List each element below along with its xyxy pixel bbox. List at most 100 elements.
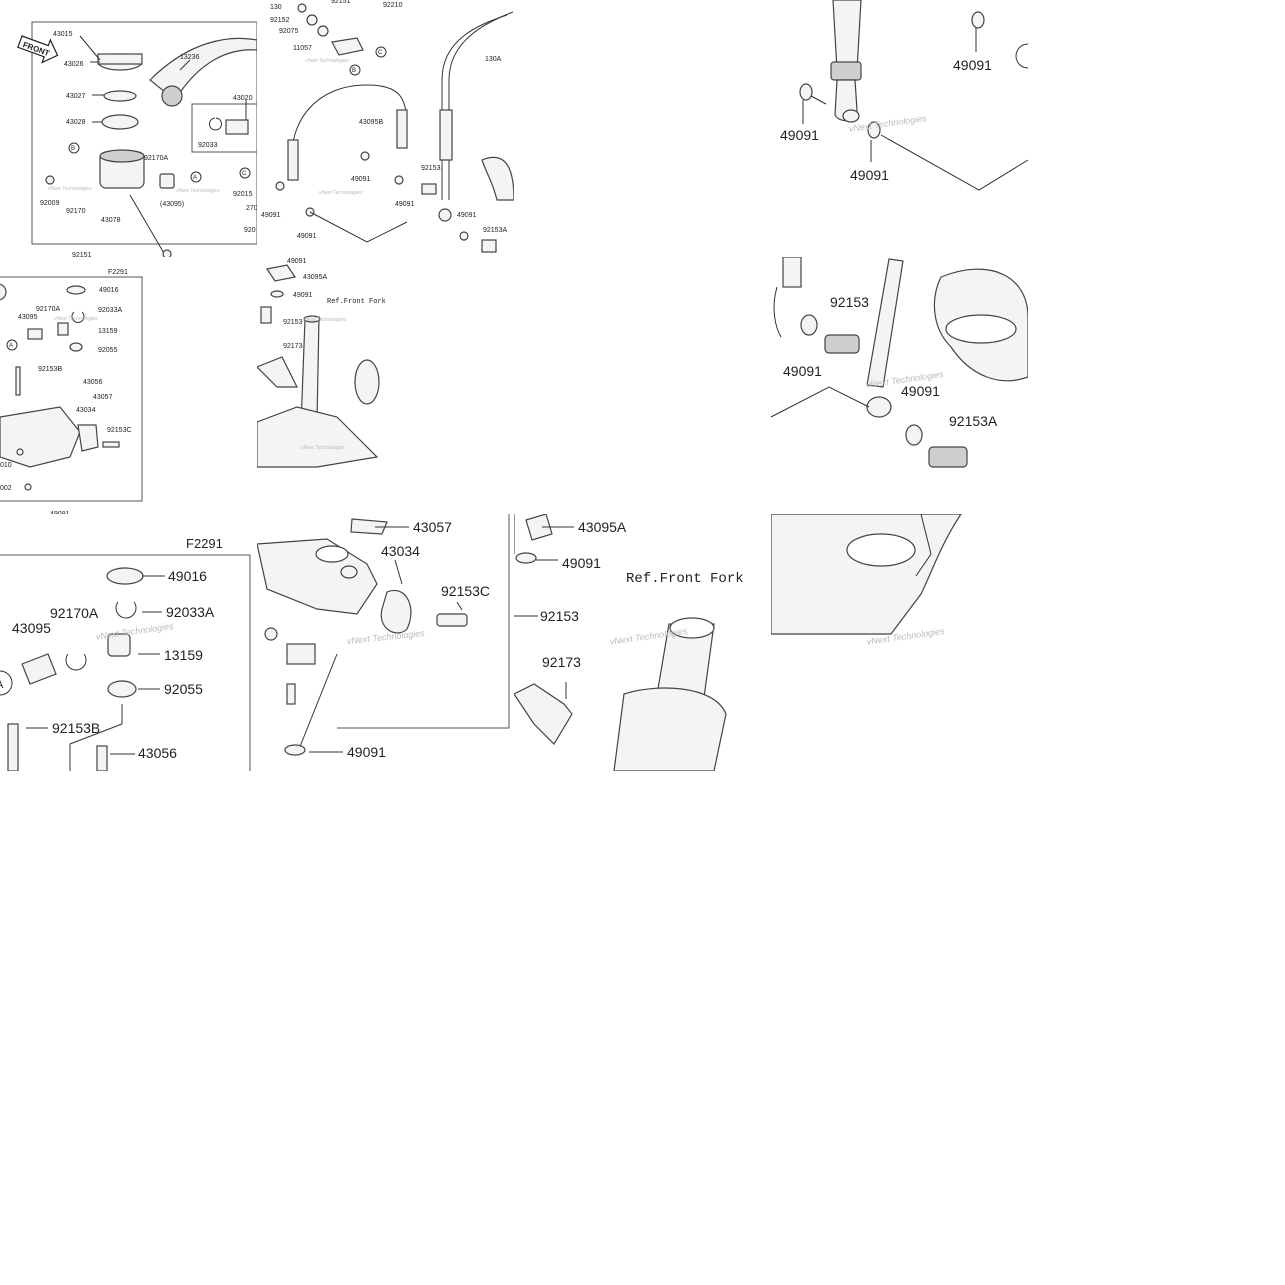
part-label: 92153 (540, 608, 579, 624)
figure-code: F2291 (108, 269, 128, 276)
brake-switch (225, 119, 249, 135)
part-label: 43056 (138, 745, 177, 761)
part-label: 43028 (66, 119, 86, 126)
pin (21, 653, 57, 685)
brake-caliper (0, 406, 81, 468)
part-label: 92033A (166, 604, 215, 620)
part-label: 43026 (64, 61, 84, 68)
part-label: 49091 (457, 212, 477, 219)
part-label: 92152 (270, 17, 290, 24)
caliper-mount (380, 589, 412, 634)
washer (905, 424, 923, 446)
part-label: 92173 (542, 654, 581, 670)
banjo-bolt (928, 446, 968, 468)
part-label: 49091 (287, 258, 307, 265)
lower-triple-clamp (771, 514, 962, 635)
bracket-large-diagram: 43057 43034 92153C 49091 vNext Technolog… (257, 514, 510, 760)
banjo-bolt (824, 334, 860, 354)
ref-marker: B (71, 146, 75, 152)
part-label: 49091 (953, 57, 992, 73)
part-label: 43078 (101, 217, 121, 224)
part-label: 43056 (83, 379, 103, 386)
watermark: vNext Technologies (54, 316, 98, 322)
part-label: 43095A (578, 519, 627, 535)
diaphragm (101, 114, 139, 130)
watermark: vNext Technologies (305, 58, 349, 64)
part-label: 92033A (98, 307, 122, 314)
washer (867, 121, 881, 139)
ref-marker: C (378, 50, 383, 56)
part-label: 920 (244, 227, 256, 234)
part-label: 49091 (783, 363, 822, 379)
tile-brake-hoses: 130 92152 92151 92210 92075 11057 130A 4… (257, 0, 514, 257)
banjo-bolt-diagram: 92153 49091 49091 92153A vNext Technolog… (771, 257, 1028, 468)
fork-large-diagram: 43095A 49091 92153 Ref.Front Fork 92173 … (514, 514, 744, 771)
part-label: 92009 (40, 200, 60, 207)
hose-bracket (331, 37, 364, 56)
part-label: 270 (246, 205, 257, 212)
part-label: 49091 (293, 292, 313, 299)
bracket-plate (350, 518, 388, 535)
part-label: 92170A (36, 306, 60, 313)
part-label: 92173 (283, 343, 303, 350)
part-label: 43034 (76, 407, 96, 414)
caliper-small-diagram: F2291 49016 92170A 92033A 43095 13159 92… (0, 269, 143, 514)
master-cylinder-diagram: FRONT 43015 43026 43027 43028 13236 (17, 21, 257, 257)
part-label: 13159 (98, 328, 118, 335)
part-label: 010 (0, 462, 12, 469)
triple-clamp (257, 406, 379, 468)
diaphragm-plate (103, 90, 137, 102)
part-label: 92153A (949, 413, 998, 429)
ref-marker: A (193, 175, 197, 181)
part-label: 92153 (283, 319, 303, 326)
watermark: vNext Technologies (176, 188, 220, 194)
banjo-fitting (842, 109, 860, 123)
watermark: vNext Technologies (303, 317, 347, 323)
part-label: (43095) (160, 201, 184, 208)
part-label: 43095 (12, 620, 51, 636)
tile-bracket-large: 43057 43034 92153C 49091 vNext Technolog… (257, 514, 514, 771)
part-label: 43095A (303, 274, 327, 281)
part-label: 49091 (351, 176, 371, 183)
part-label: 130 (270, 4, 282, 11)
washer (800, 314, 818, 336)
hose-guide (257, 356, 298, 388)
figure-code: F2291 (186, 536, 223, 551)
hose-guide (514, 683, 573, 745)
part-label: 49016 (168, 568, 207, 584)
diagram-frame (31, 21, 257, 245)
part-label: 49091 (347, 744, 386, 760)
ref-marker: B (352, 68, 356, 74)
part-label: 92170A (50, 605, 99, 621)
washer (799, 83, 813, 101)
part-label: 002 (0, 485, 12, 492)
washer (971, 11, 985, 29)
tile-master-cylinder: FRONT 43015 43026 43027 43028 13236 (0, 0, 257, 257)
brake-hose (290, 84, 408, 171)
part-label: 92170A (144, 155, 168, 162)
caliper-large-diagram: F2291 49016 92170A 92033A 43095 13159 92… (0, 536, 251, 771)
part-label: 49091 (50, 511, 70, 514)
tile-clamp-zoom: vNext Technologies (771, 514, 1028, 771)
part-label: 49016 (99, 287, 119, 294)
ref-front-fork-label: Ref.Front Fork (626, 571, 744, 587)
ref-marker: A (0, 679, 4, 691)
ref-front-fork-label: Ref.Front Fork (327, 298, 386, 306)
washer (284, 744, 306, 756)
hose-clamp (525, 514, 553, 541)
part-label: 43095 (18, 314, 38, 321)
watermark: vNext Technologies (319, 190, 363, 196)
part-label: 43027 (66, 93, 86, 100)
part-label: 92153B (38, 366, 62, 373)
part-label: 92055 (98, 347, 118, 354)
part-label: 49091 (297, 233, 317, 240)
part-label: 92151 (331, 0, 351, 5)
part-label: 92153B (52, 720, 100, 736)
part-label: 130A (485, 56, 502, 63)
watermark: vNext Technologies (301, 445, 345, 451)
tile-banjo-bolt-zoom: 92153 49091 49091 92153A vNext Technolog… (771, 257, 1028, 514)
banjo-zoom-diagram: 49091 49091 49091 vNext Technologies (780, 0, 1028, 191)
part-label: 92151 (72, 252, 92, 257)
part-label: 92153 (830, 294, 869, 310)
watermark: vNext Technologies (48, 186, 92, 192)
